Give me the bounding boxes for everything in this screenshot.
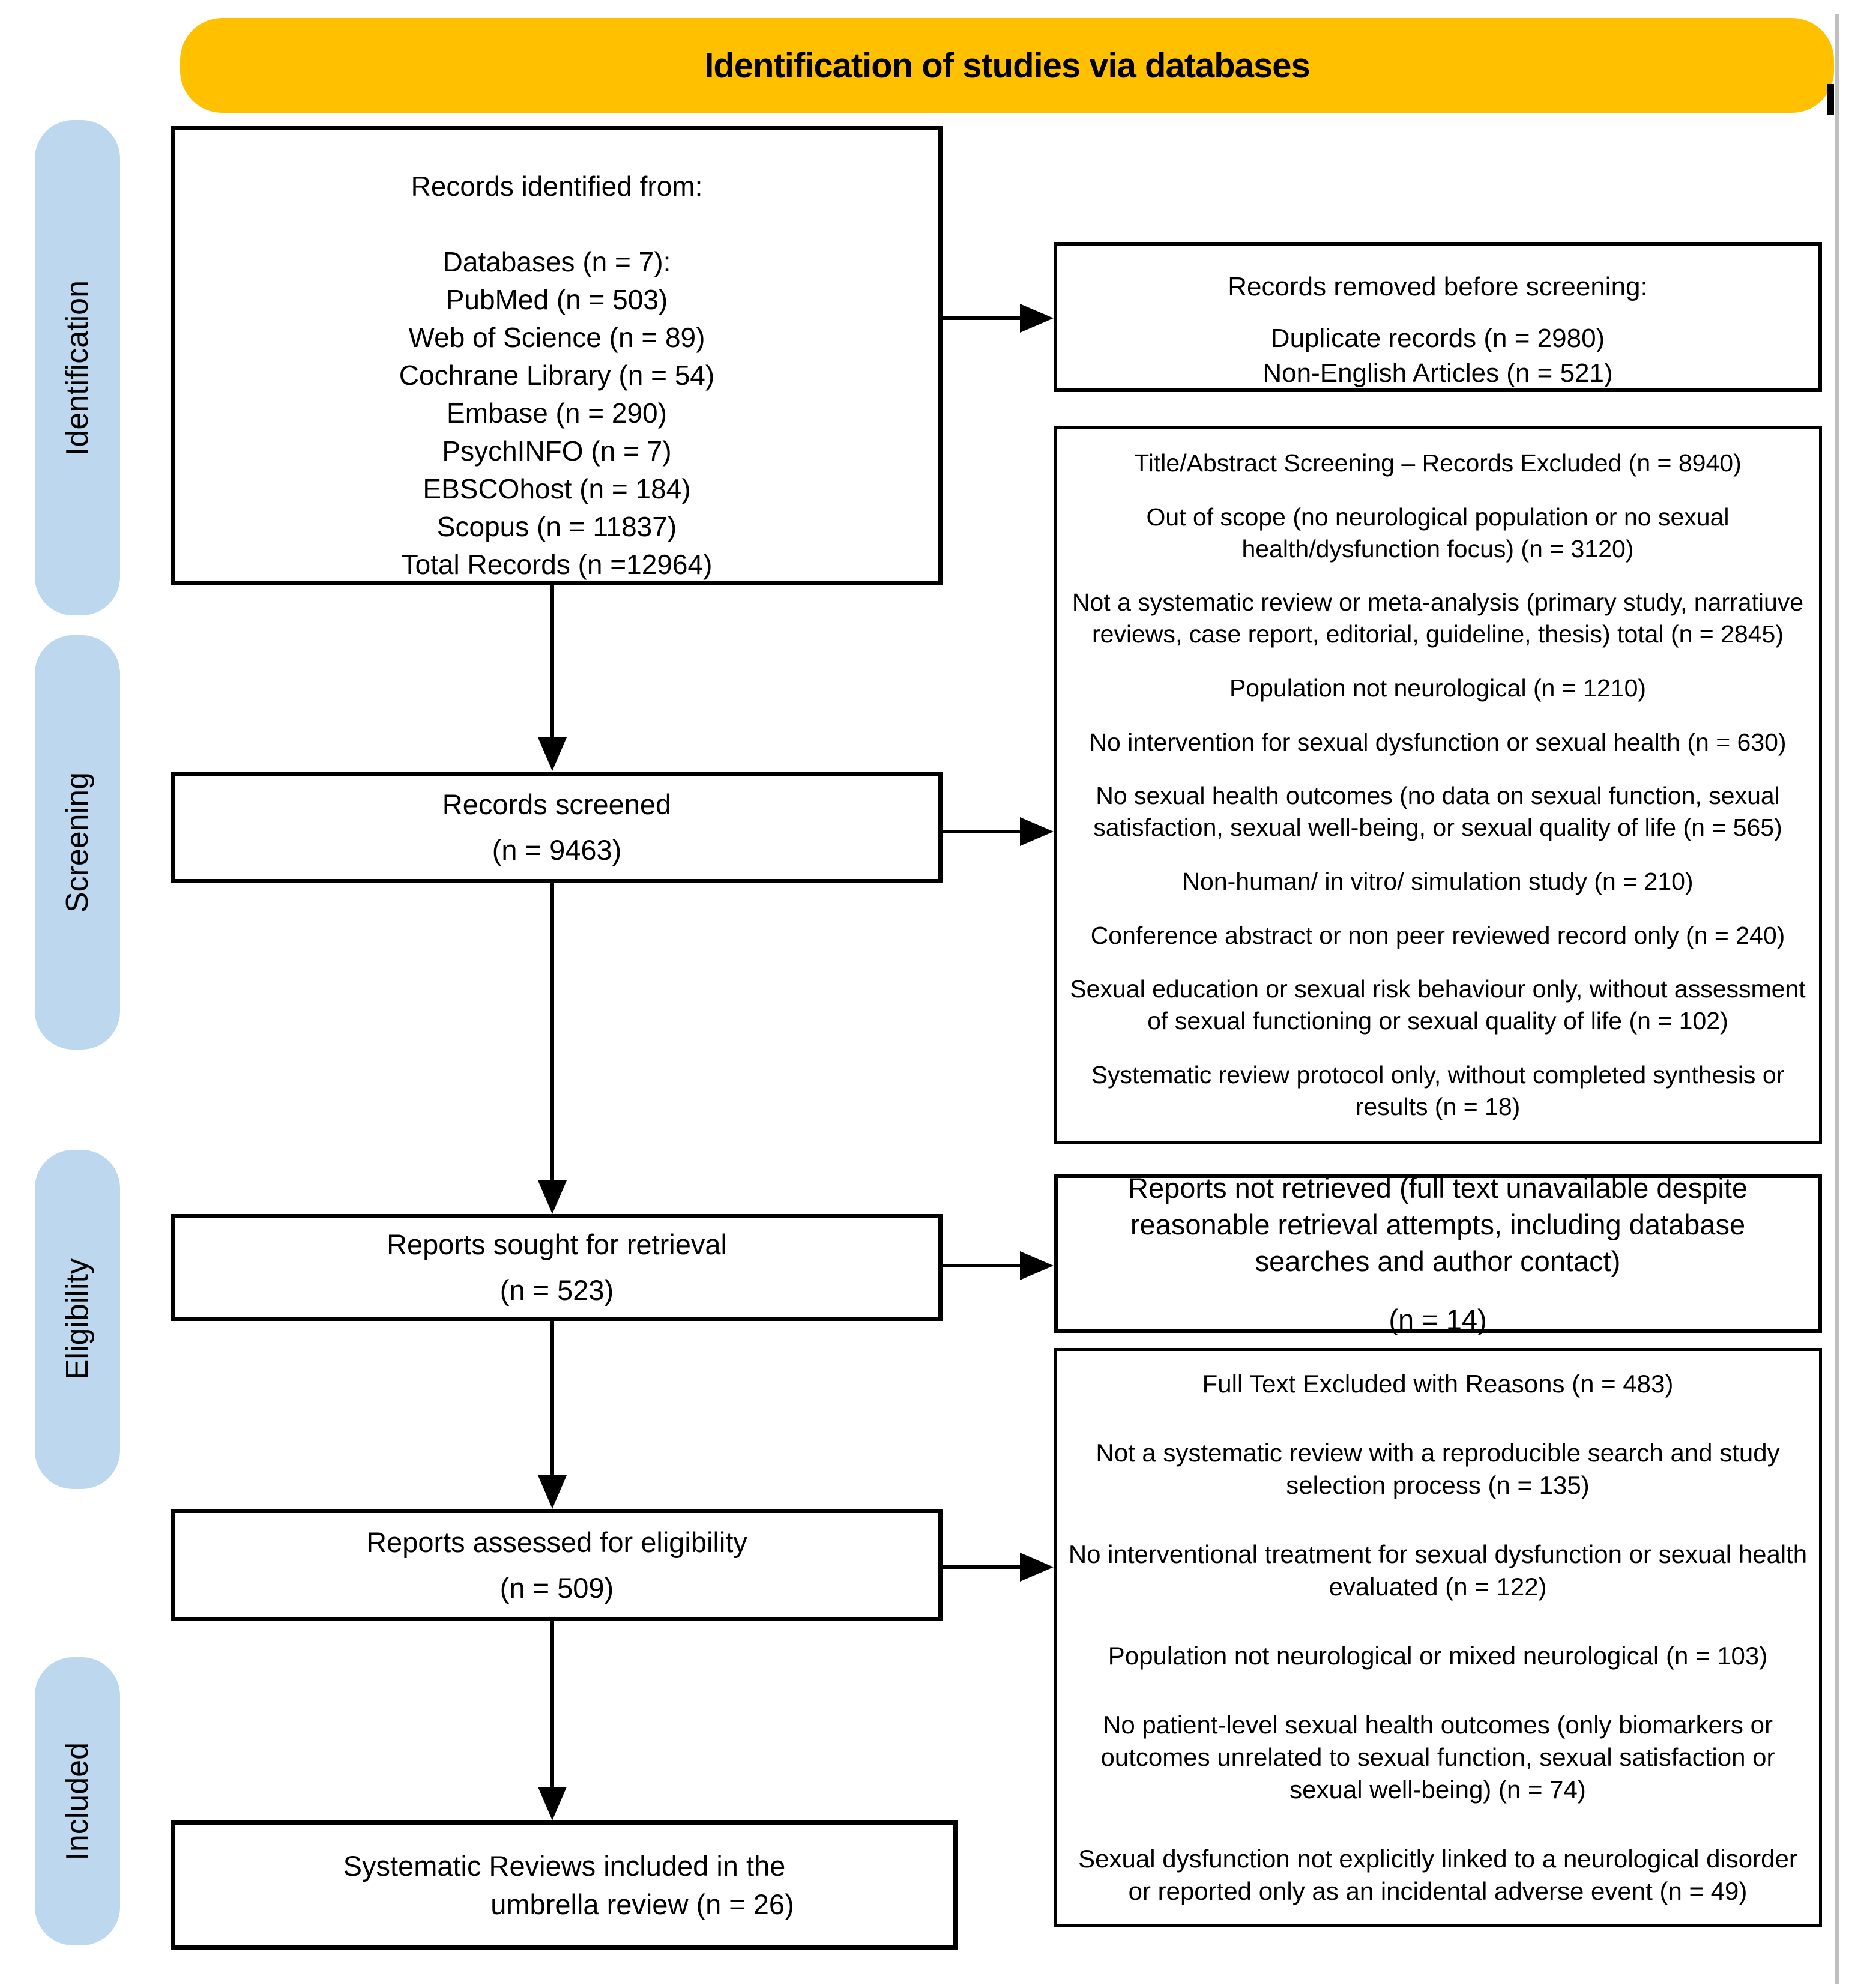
db-count-line: Databases (n = 7):: [442, 246, 671, 277]
ft-excl-not-linked: Sexual dysfunction not explicitly linked…: [1078, 1844, 1797, 1905]
banner-edge-mark: [1827, 84, 1834, 115]
stage-label-eligibility: Eligibility: [60, 1258, 95, 1380]
excl-no-intervention: No intervention for sexual dysfunction o…: [1089, 728, 1787, 756]
db-psychinfo-line: PsychINFO (n = 7): [442, 435, 672, 467]
records-identified-title: Records identified from:: [411, 171, 703, 202]
db-ebscohost-line: EBSCOhost (n = 184): [423, 473, 691, 504]
title-abstract-title: Title/Abstract Screening – Records Exclu…: [1134, 449, 1742, 477]
not-retrieved-body: Reports not retrieved (full text unavail…: [1128, 1171, 1748, 1277]
excl-out-of-scope: Out of scope (no neurological population…: [1146, 503, 1730, 563]
arrowhead-down-sought: [538, 1180, 567, 1214]
arrowhead-right-not-retrieved: [1020, 1251, 1054, 1280]
stage-label-included: Included: [60, 1742, 95, 1861]
connector-screened-to-exclusions: [943, 830, 1022, 833]
right-page-rule: [1835, 14, 1839, 1984]
reports-assessed-count: (n = 509): [499, 1571, 614, 1604]
reports-sought-count: (n = 523): [499, 1274, 614, 1306]
included-line1: Systematic Reviews included in the: [343, 1849, 786, 1882]
arrowhead-right-exclusions: [1020, 817, 1054, 846]
ft-excl-no-intervention: No interventional treatment for sexual d…: [1068, 1540, 1808, 1601]
db-cochrane-line: Cochrane Library (n = 54): [399, 360, 715, 391]
banner-identification-via-databases: Identification of studies via databases: [180, 18, 1834, 113]
excl-protocol-only: Systematic review protocol only, without…: [1091, 1060, 1785, 1120]
box-full-text-excluded: Full Text Excluded with Reasons (n = 483…: [1054, 1348, 1822, 1927]
reports-sought-label: Reports sought for retrieval: [387, 1228, 727, 1260]
ft-excl-population: Population not neurological or mixed neu…: [1108, 1642, 1768, 1670]
db-pubmed-line: PubMed (n = 503): [445, 284, 668, 315]
excl-not-systematic-review: Not a systematic review or meta-analysis…: [1072, 588, 1804, 648]
box-reports-sought: Reports sought for retrieval (n = 523): [171, 1214, 943, 1321]
box-reports-assessed: Reports assessed for eligibility (n = 50…: [171, 1509, 943, 1621]
arrowhead-down-included: [538, 1787, 567, 1820]
box-records-identified: Records identified from: Databases (n = …: [171, 126, 943, 585]
excl-non-human: Non-human/ in vitro/ simulation study (n…: [1182, 867, 1694, 895]
db-web-of-science-line: Web of Science (n = 89): [408, 322, 705, 353]
full-text-excluded-title: Full Text Excluded with Reasons (n = 483…: [1202, 1370, 1674, 1398]
ft-excl-no-patient-outcomes: No patient-level sexual health outcomes …: [1100, 1711, 1775, 1804]
stage-label-screening: Screening: [60, 772, 95, 913]
records-screened-label: Records screened: [442, 788, 672, 820]
stage-pill-eligibility: Eligibility: [35, 1150, 120, 1489]
duplicates-line: Duplicate records (n = 2980): [1270, 324, 1605, 353]
non-english-line: Non-English Articles (n = 521): [1262, 358, 1613, 388]
excl-population-not-neurological: Population not neurological (n = 1210): [1229, 674, 1647, 702]
reports-assessed-label: Reports assessed for eligibility: [366, 1526, 747, 1558]
records-removed-title: Records removed before screening:: [1228, 272, 1648, 301]
stage-pill-screening: Screening: [35, 635, 120, 1050]
box-records-removed: Records removed before screening: Duplic…: [1054, 242, 1822, 392]
box-included-reviews: Systematic Reviews included in the umbre…: [171, 1820, 958, 1950]
connector-sought-to-assessed: [550, 1321, 554, 1476]
arrowhead-right-removed: [1020, 304, 1054, 333]
connector-identified-to-removed: [943, 316, 1022, 320]
connector-assessed-to-included: [550, 1621, 554, 1788]
box-title-abstract-exclusions: Title/Abstract Screening – Records Exclu…: [1054, 426, 1822, 1144]
db-scopus-line: Scopus (n = 11837): [436, 511, 677, 542]
included-line2: umbrella review (n = 26): [490, 1888, 794, 1920]
records-screened-count: (n = 9463): [492, 834, 622, 866]
excl-sexual-education-only: Sexual education or sexual risk behaviou…: [1070, 975, 1806, 1035]
box-records-screened: Records screened (n = 9463): [171, 772, 943, 883]
arrowhead-right-full-text: [1020, 1553, 1054, 1582]
db-total-line: Total Records (n =12964): [401, 549, 713, 580]
excl-no-sexual-health-outcomes: No sexual health outcomes (no data on se…: [1093, 782, 1782, 842]
connector-screened-to-sought: [550, 883, 554, 1182]
stage-pill-identification: Identification: [35, 120, 120, 615]
excl-conference-abstract: Conference abstract or non peer reviewed…: [1090, 921, 1785, 949]
stage-pill-included: Included: [35, 1657, 120, 1945]
not-retrieved-count: (n = 14): [1389, 1303, 1487, 1335]
box-reports-not-retrieved: Reports not retrieved (full text unavail…: [1054, 1172, 1822, 1335]
connector-sought-to-not-retrieved: [943, 1264, 1022, 1267]
arrowhead-down-screened: [538, 737, 567, 771]
connector-identified-to-screened: [550, 585, 554, 740]
connector-assessed-to-full-text: [943, 1565, 1022, 1569]
banner-title: Identification of studies via databases: [704, 46, 1310, 85]
ft-excl-not-systematic: Not a systematic review with a reproduci…: [1096, 1439, 1780, 1499]
arrowhead-down-assessed: [538, 1475, 567, 1509]
stage-label-identification: Identification: [60, 280, 95, 456]
db-embase-line: Embase (n = 290): [447, 397, 667, 429]
